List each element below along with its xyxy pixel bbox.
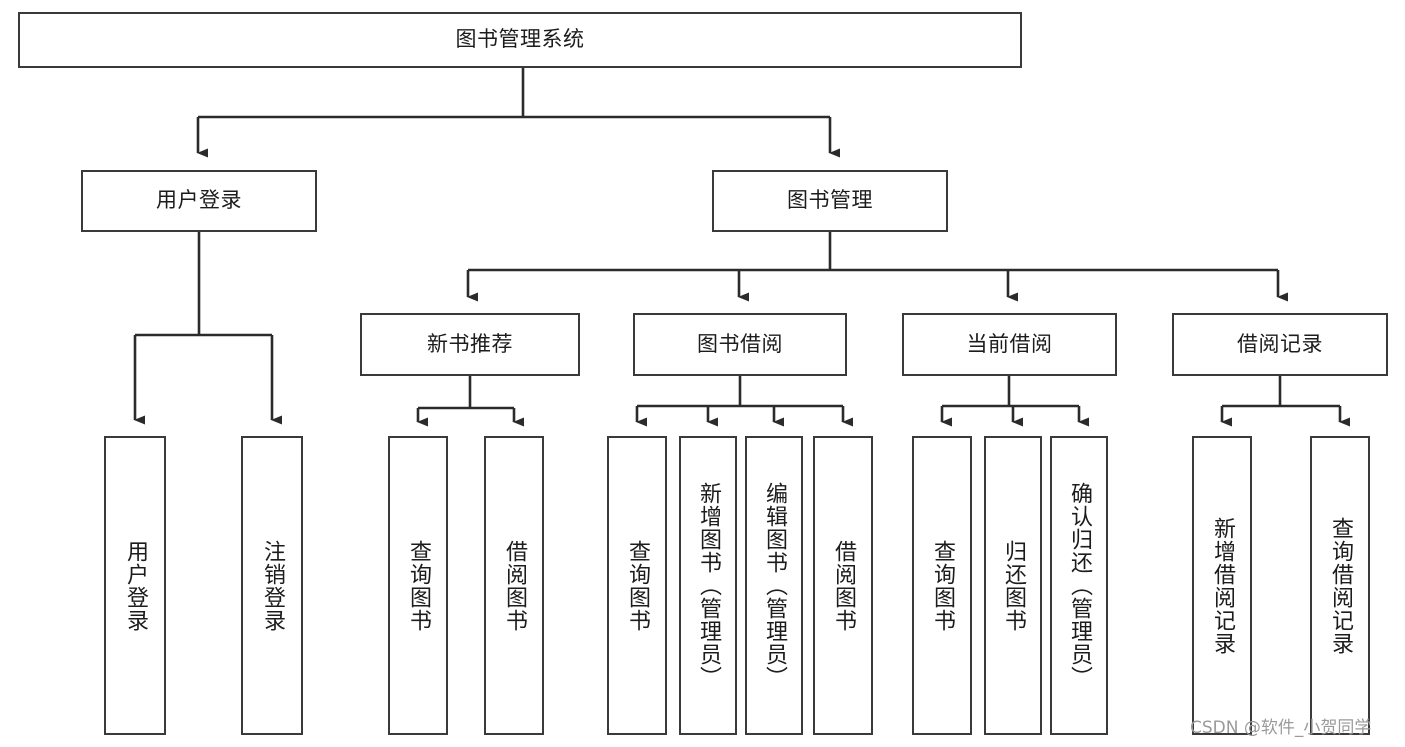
node-leaf-return-book-label: 归还图书 [1000,539,1026,632]
node-leaf-query-book-2[interactable]: 查询图书 [607,436,667,735]
node-borrow-record-label: 借阅记录 [1237,331,1323,356]
node-root-label: 图书管理系统 [455,27,585,52]
node-leaf-user-login[interactable]: 用户登录 [104,436,166,735]
node-leaf-query-book-1-label: 查询图书 [405,539,431,632]
node-leaf-add-book-label: 新增图书（管理员） [695,482,721,689]
node-leaf-borrow-book-1[interactable]: 借阅图书 [484,436,544,735]
node-leaf-add-record-label: 新增借阅记录 [1209,516,1235,655]
node-leaf-edit-book[interactable]: 编辑图书（管理员） [745,436,803,735]
node-leaf-edit-book-label: 编辑图书（管理员） [761,482,787,689]
node-book-borrow[interactable]: 图书借阅 [633,313,847,376]
node-leaf-logout-login-label: 注销登录 [259,539,285,632]
node-current-borrow-label: 当前借阅 [966,331,1053,356]
node-leaf-query-record-label: 查询借阅记录 [1327,516,1353,655]
node-borrow-record[interactable]: 借阅记录 [1172,313,1388,376]
node-leaf-query-record[interactable]: 查询借阅记录 [1310,436,1370,735]
node-new-book-recommend-label: 新书推荐 [427,331,513,356]
node-leaf-query-book-3[interactable]: 查询图书 [912,436,972,735]
node-user-login-label: 用户登录 [156,188,242,213]
node-book-manage[interactable]: 图书管理 [712,170,948,232]
node-leaf-user-login-label: 用户登录 [122,539,148,632]
node-book-manage-label: 图书管理 [787,188,873,213]
node-leaf-query-book-3-label: 查询图书 [929,539,955,632]
watermark-text: CSDN @软件_小贺同学 [1190,718,1372,738]
node-leaf-borrow-book-1-label: 借阅图书 [501,539,527,632]
node-leaf-add-record[interactable]: 新增借阅记录 [1192,436,1252,735]
node-leaf-borrow-book-2-label: 借阅图书 [830,539,856,632]
node-user-login[interactable]: 用户登录 [81,170,317,232]
node-leaf-return-book[interactable]: 归还图书 [984,436,1042,735]
node-leaf-query-book-1[interactable]: 查询图书 [388,436,448,735]
node-leaf-borrow-book-2[interactable]: 借阅图书 [813,436,873,735]
node-leaf-confirm-return-label: 确认归还（管理员） [1066,482,1092,689]
node-root[interactable]: 图书管理系统 [18,12,1022,68]
node-leaf-add-book[interactable]: 新增图书（管理员） [679,436,737,735]
node-current-borrow[interactable]: 当前借阅 [902,313,1117,376]
node-new-book-recommend[interactable]: 新书推荐 [360,313,580,376]
node-leaf-query-book-2-label: 查询图书 [624,539,650,632]
node-book-borrow-label: 图书借阅 [697,331,783,356]
node-leaf-logout-login[interactable]: 注销登录 [241,436,303,735]
node-leaf-confirm-return[interactable]: 确认归还（管理员） [1050,436,1108,735]
